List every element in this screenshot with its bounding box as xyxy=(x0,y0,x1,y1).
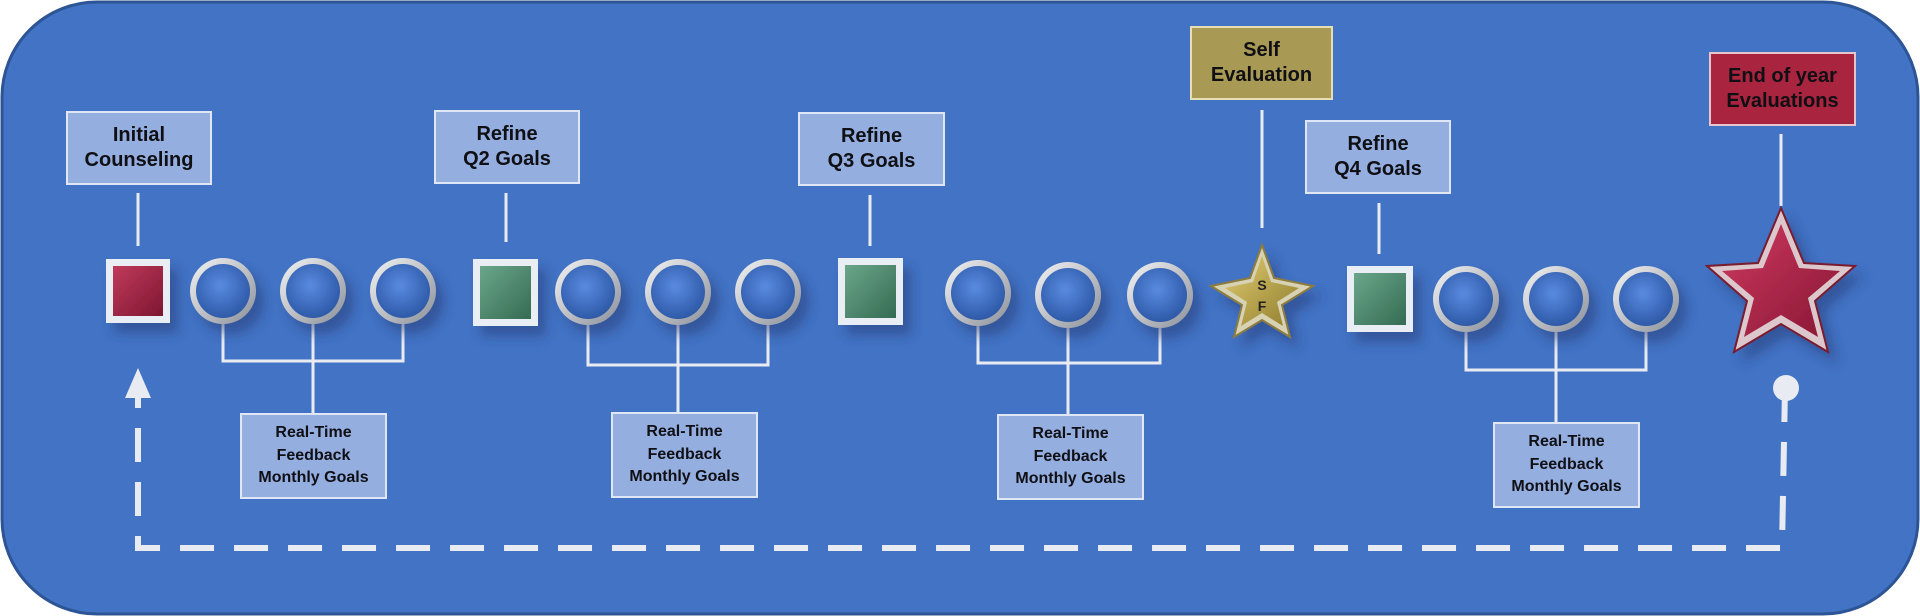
refine-q2-goals-label: Refine Q2 Goals xyxy=(434,110,580,184)
self-evaluation-label: Self Evaluation xyxy=(1190,26,1333,100)
blue-circle-icon xyxy=(945,260,1011,326)
green-square-icon xyxy=(473,259,538,326)
blue-circle-icon xyxy=(645,259,711,325)
feedback-box-q4: Real-Time Feedback Monthly Goals xyxy=(1493,422,1640,508)
blue-circle-icon xyxy=(1523,266,1589,332)
feedback-box-q2: Real-Time Feedback Monthly Goals xyxy=(611,412,758,498)
initial-counseling-label: Initial Counseling xyxy=(66,111,212,185)
label-connectors xyxy=(136,110,1783,254)
blue-circle-icon xyxy=(280,258,346,324)
gold-star-icon xyxy=(1208,242,1316,340)
blue-circle-icon xyxy=(1127,262,1193,328)
feedback-box-q3: Real-Time Feedback Monthly Goals xyxy=(997,414,1144,500)
blue-circle-icon xyxy=(1613,266,1679,332)
arrow-up-icon xyxy=(125,368,151,398)
refine-q3-goals-label: Refine Q3 Goals xyxy=(798,112,945,186)
blue-circle-icon xyxy=(735,259,801,325)
blue-circle-icon xyxy=(370,258,436,324)
star-letter-s: S xyxy=(1257,277,1267,293)
loop-start-dot-icon xyxy=(1773,375,1799,401)
blue-circle-icon xyxy=(190,258,256,324)
red-star-icon xyxy=(1704,205,1858,355)
month-circles xyxy=(190,258,1679,332)
loop-back-arrow xyxy=(125,368,1799,551)
green-square-icon xyxy=(1347,266,1413,332)
blue-circle-icon xyxy=(1433,266,1499,332)
green-square-icon xyxy=(838,258,903,325)
end-of-year-evaluations-label: End of year Evaluations xyxy=(1709,52,1856,126)
blue-circle-icon xyxy=(1035,262,1101,328)
red-square-icon xyxy=(106,259,170,323)
refine-q4-goals-label: Refine Q4 Goals xyxy=(1305,120,1451,194)
star-letter-f: F xyxy=(1257,298,1267,314)
blue-circle-icon xyxy=(555,259,621,325)
feedback-box-q1: Real-Time Feedback Monthly Goals xyxy=(240,413,387,499)
bracket-connectors xyxy=(221,318,1648,423)
